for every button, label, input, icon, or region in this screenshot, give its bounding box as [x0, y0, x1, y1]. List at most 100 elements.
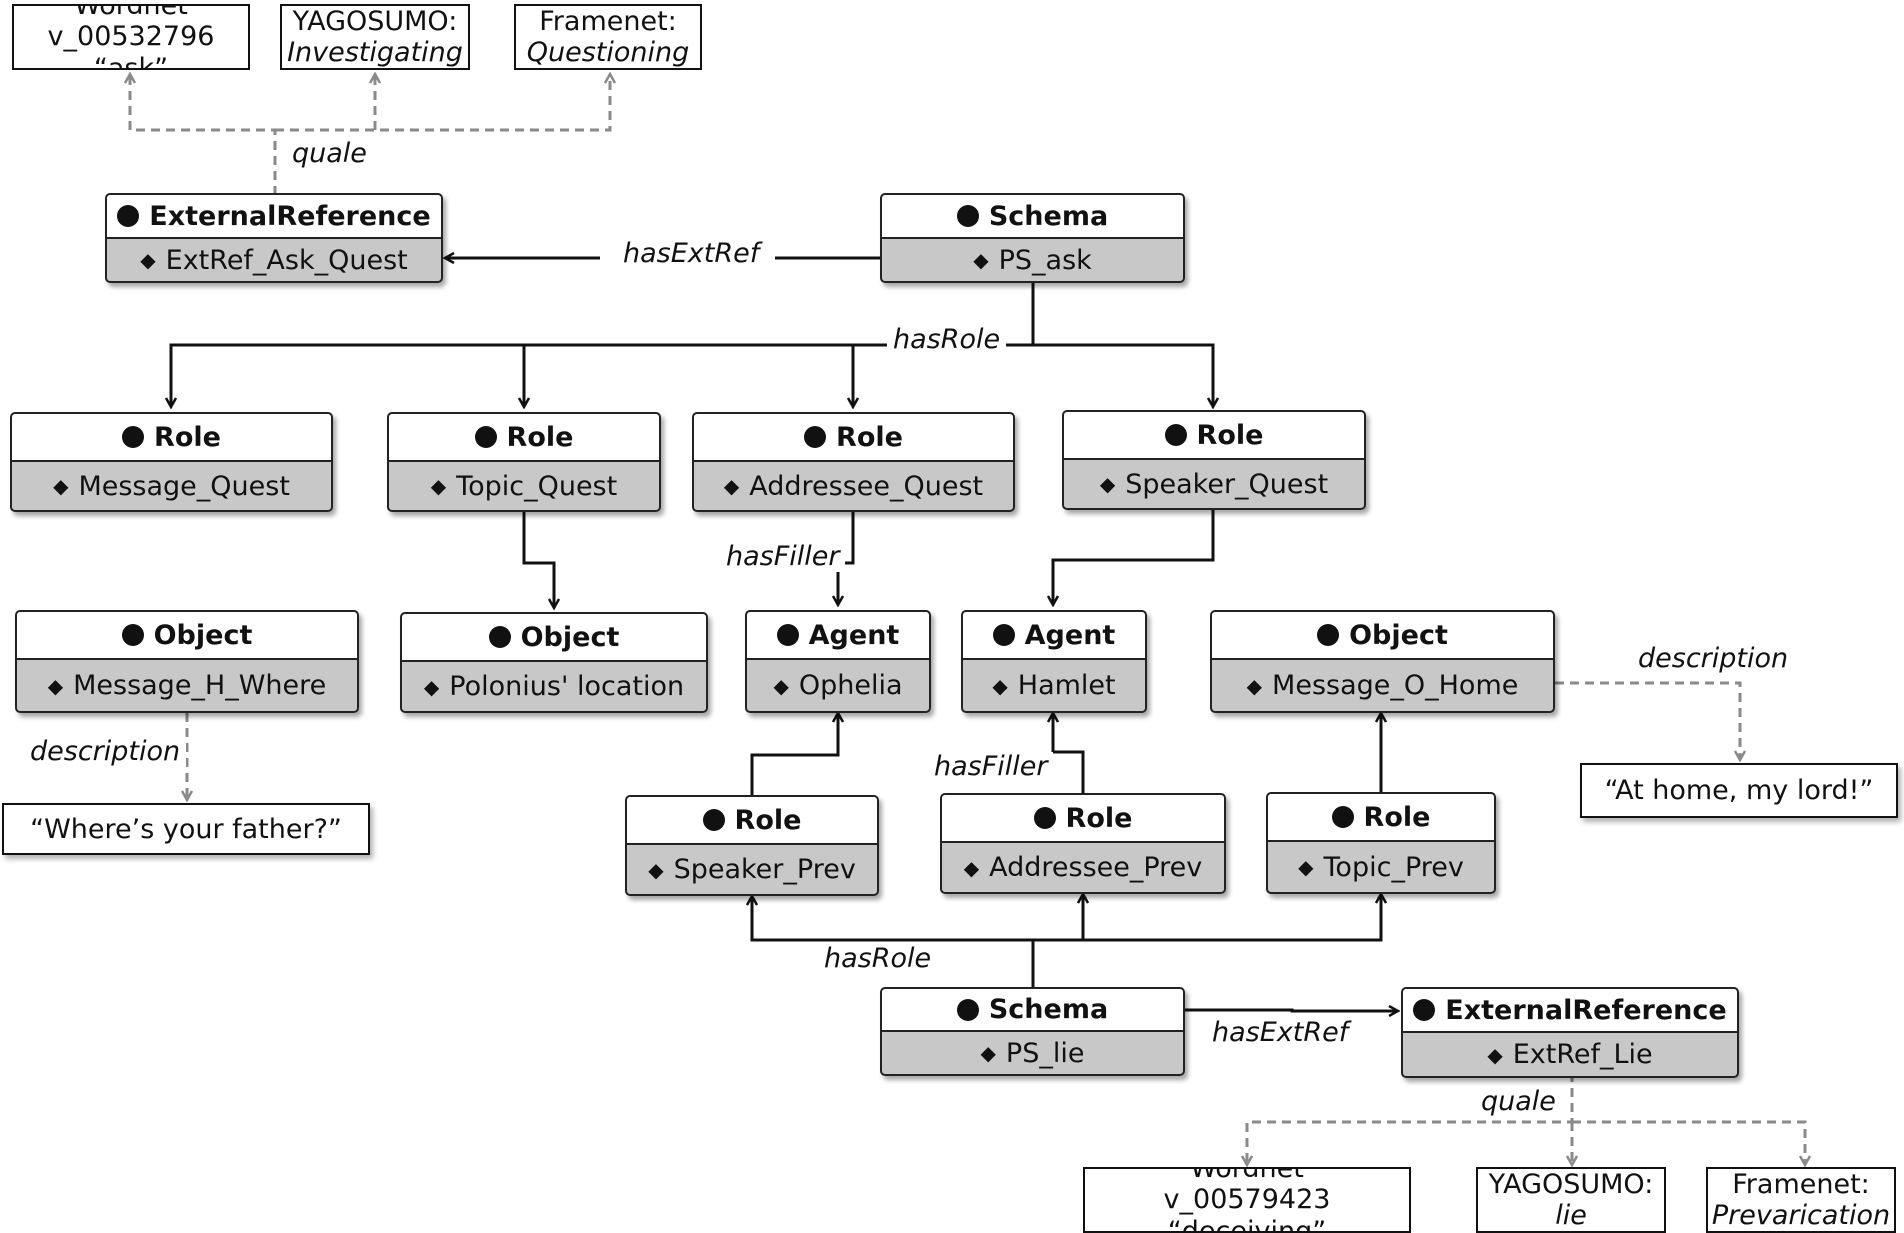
ref-line2: Questioning	[526, 37, 690, 68]
node-name: Message_H_Where	[73, 670, 327, 701]
node-role-topic-prev[interactable]: Role ◆ Topic_Prev	[1266, 792, 1496, 894]
node-role-addressee-prev[interactable]: Role ◆Addressee_Prev	[940, 793, 1226, 894]
node-name: Topic_Quest	[456, 470, 618, 502]
node-name: Topic_Prev	[1323, 851, 1464, 883]
ref-line1: YAGOSUMO:	[1488, 1168, 1654, 1200]
quale-bottom-edges	[1247, 1073, 1805, 1165]
ref-line2: v_00579423 “deceiving”	[1163, 1184, 1331, 1233]
diamond-icon: ◆	[423, 674, 440, 699]
description-at-home: “At home, my lord!”	[1580, 763, 1898, 818]
node-ext-ref-lie[interactable]: ExternalReference ◆ExtRef_Lie	[1401, 987, 1739, 1078]
bullet-icon	[1413, 999, 1436, 1021]
node-type: Object	[153, 619, 253, 651]
diamond-icon: ◆	[53, 474, 69, 498]
ref-line2: Prevarication	[1711, 1200, 1891, 1231]
node-type: Schema	[988, 994, 1109, 1025]
wordnet-lie-ref: Wordnet v_00579423 “deceiving”	[1083, 1167, 1411, 1233]
node-name: ExtRef_Ask_Quest	[165, 244, 408, 276]
bullet-icon	[121, 624, 144, 646]
node-name: Ophelia	[798, 670, 903, 701]
node-name: Message_O_Home	[1272, 670, 1519, 701]
bullet-icon	[1331, 806, 1354, 828]
edge-label-quale-top: quale	[286, 139, 373, 169]
diamond-icon: ◆	[1099, 472, 1116, 496]
node-type: Schema	[988, 200, 1109, 232]
edge-label-has-role-top: hasRole	[887, 325, 1007, 355]
node-role-addressee-quest[interactable]: Role ◆ Addressee_Quest	[692, 412, 1015, 512]
node-role-speaker-prev[interactable]: Role ◆ Speaker_Prev	[625, 795, 879, 896]
diamond-icon: ◆	[648, 857, 664, 882]
node-object-polonius-location[interactable]: Object ◆Polonius' location	[400, 612, 708, 713]
ref-line1: YAGOSUMO:	[292, 5, 458, 37]
node-type: Agent	[808, 619, 900, 651]
edge-label-has-ext-ref-bottom: hasExtRef	[1206, 1018, 1355, 1048]
edge-label-has-role-bottom: hasRole	[818, 944, 938, 974]
diamond-icon: ◆	[1298, 855, 1314, 879]
ref-line1: Framenet:	[539, 5, 677, 37]
node-type: Role	[734, 804, 802, 836]
node-ext-ref-ask[interactable]: ExternalReference ◆ ExtRef_Ask_Quest	[105, 193, 443, 283]
bullet-icon	[992, 624, 1015, 646]
description-text: “At home, my lord!”	[1604, 775, 1874, 806]
bullet-icon	[474, 426, 497, 448]
ref-line1: Framenet:	[1732, 1168, 1870, 1200]
node-agent-hamlet[interactable]: Agent ◆Hamlet	[961, 610, 1147, 713]
bullet-icon	[956, 205, 979, 227]
diamond-icon: ◆	[773, 673, 789, 698]
ref-line2: lie	[1555, 1200, 1587, 1231]
node-name: PS_lie	[1005, 1037, 1085, 1069]
ref-line1: Wordnet	[1190, 1167, 1304, 1185]
node-type: Role	[1065, 802, 1133, 834]
node-type: ExternalReference	[149, 200, 431, 232]
description-where-father: “Where’s your father?”	[2, 803, 370, 855]
node-type: Object	[1349, 619, 1448, 651]
node-name: PS_ask	[998, 244, 1092, 276]
edge-label-description-right: description	[1632, 644, 1795, 674]
node-name: Speaker_Quest	[1125, 468, 1329, 500]
node-name: Message_Quest	[78, 470, 290, 502]
edge-label-has-filler-top: hasFiller	[720, 542, 846, 572]
node-name: Addressee_Prev	[989, 852, 1203, 883]
bullet-icon	[956, 998, 979, 1021]
node-type: ExternalReference	[1445, 994, 1727, 1026]
diamond-icon: ◆	[1246, 673, 1263, 698]
quale-top-edges	[130, 74, 610, 195]
solid-edges	[171, 258, 1398, 1011]
node-agent-ophelia[interactable]: Agent ◆ Ophelia	[745, 610, 931, 713]
node-type: Role	[836, 421, 903, 453]
diamond-icon: ◆	[1487, 1042, 1503, 1067]
node-type: Role	[154, 421, 221, 453]
node-name: Addressee_Quest	[749, 470, 984, 502]
description-text: “Where’s your father?”	[30, 813, 342, 845]
node-role-topic-quest[interactable]: Role ◆ Topic_Quest	[387, 412, 661, 512]
node-name: Speaker_Prev	[673, 854, 856, 885]
diamond-icon: ◆	[47, 673, 64, 698]
bullet-icon	[117, 205, 140, 227]
node-role-speaker-quest[interactable]: Role ◆Speaker_Quest	[1062, 410, 1366, 510]
bullet-icon	[702, 809, 725, 831]
node-type: Role	[506, 421, 574, 453]
diamond-icon: ◆	[430, 474, 447, 498]
node-schema-ask[interactable]: Schema ◆PS_ask	[880, 193, 1185, 283]
framenet-ask-ref: Framenet: Questioning	[514, 4, 702, 70]
node-role-message-quest[interactable]: Role ◆ Message_Quest	[10, 412, 333, 512]
bullet-icon	[804, 426, 827, 448]
bullet-icon	[776, 624, 799, 646]
ref-line2: Investigating	[287, 37, 463, 68]
node-object-message-o-home[interactable]: Object ◆ Message_O_Home	[1210, 610, 1555, 713]
node-object-message-h-where[interactable]: Object ◆ Message_H_Where	[15, 610, 359, 713]
node-type: Role	[1363, 801, 1431, 833]
diamond-icon: ◆	[723, 474, 740, 498]
node-schema-lie[interactable]: Schema ◆ PS_lie	[880, 987, 1185, 1076]
edge-label-quale-bottom: quale	[1475, 1087, 1562, 1117]
node-name: Hamlet	[1017, 670, 1116, 701]
diamond-icon: ◆	[140, 248, 156, 272]
description-edges	[187, 681, 1740, 800]
framenet-lie-ref: Framenet: Prevarication	[1706, 1167, 1896, 1233]
edge-label-has-filler-bottom: hasFiller	[928, 752, 1054, 782]
ref-line1: Wordnet	[74, 4, 188, 22]
bullet-icon	[1164, 424, 1187, 446]
diamond-icon: ◆	[980, 1041, 996, 1065]
bullet-icon	[488, 626, 511, 648]
